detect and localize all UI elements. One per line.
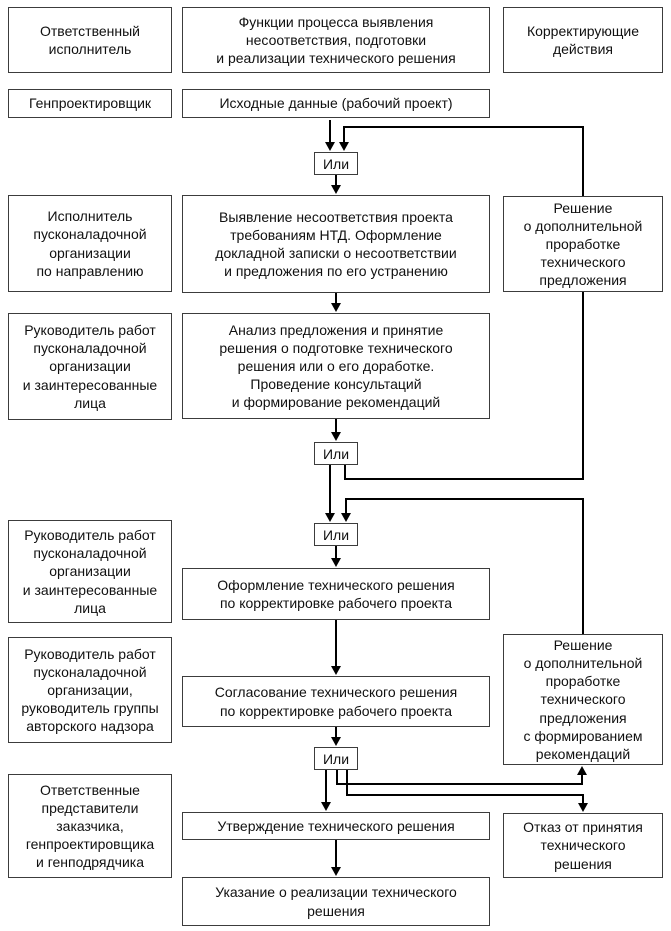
- connector-line: [582, 292, 584, 480]
- role-ispolnitel-psno: Исполнитель пусконаладочной организации …: [8, 195, 172, 292]
- action-reshenie-dorabotka-rekomendacii: Решение о дополнительной проработке техн…: [503, 634, 663, 765]
- connector-line: [336, 770, 338, 785]
- arrowhead-down-icon: [339, 142, 349, 151]
- connector-line: [582, 795, 584, 804]
- connector-line: [346, 770, 348, 796]
- role-rukovoditel-zainteresovannye-1: Руководитель работ пусконаладочной орган…: [8, 313, 172, 420]
- arrowhead-down-icon: [331, 185, 341, 194]
- step-utverzhdenie: Утверждение технического решения: [182, 812, 490, 840]
- or-connector-2: Или: [314, 442, 358, 465]
- connector-line: [343, 127, 345, 143]
- or-connector-3: Или: [314, 523, 358, 546]
- header-process-functions: Функции процесса выявления несоответстви…: [182, 7, 490, 73]
- or-connector-4: Или: [314, 747, 358, 770]
- connector-line: [346, 794, 584, 796]
- connector-line: [581, 775, 583, 785]
- arrowhead-down-icon: [331, 303, 341, 312]
- connector-line: [344, 465, 346, 480]
- or-connector-1: Или: [314, 152, 358, 175]
- connector-line: [343, 126, 584, 128]
- header-responsible-executor: Ответственный исполнитель: [8, 7, 172, 73]
- step-analiz: Анализ предложения и принятие решения о …: [182, 313, 490, 419]
- step-soglasovanie: Согласование технического решения по кор…: [182, 676, 490, 727]
- arrowhead-down-icon: [331, 737, 341, 746]
- arrowhead-down-icon: [331, 558, 341, 567]
- connector-line: [582, 127, 584, 196]
- arrowhead-down-icon: [321, 802, 331, 811]
- step-vyyavlenie: Выявление несоответствия проекта требова…: [182, 195, 490, 293]
- connector-line: [335, 840, 337, 868]
- action-otkaz: Отказ от принятия технического решения: [503, 813, 663, 878]
- header-corrective-actions: Корректирующие действия: [503, 7, 663, 73]
- connector-line: [336, 783, 583, 785]
- connector-line: [335, 175, 337, 186]
- connector-line: [345, 498, 584, 500]
- connector-line: [329, 465, 331, 514]
- connector-line: [345, 499, 347, 514]
- step-oformlenie: Оформление технического решения по корре…: [182, 568, 490, 620]
- connector-line: [335, 419, 337, 433]
- connector-line: [335, 545, 337, 559]
- connector-line: [325, 770, 327, 803]
- role-rukovoditel-zainteresovannye-2: Руководитель работ пусконаладочной орган…: [8, 520, 172, 623]
- connector-line: [335, 293, 337, 304]
- step-ukazanie: Указание о реализации технического решен…: [182, 877, 490, 926]
- role-otvetstvennye-predstaviteli: Ответственные представители заказчика, г…: [8, 774, 172, 878]
- connector-line: [335, 620, 337, 667]
- connector-line: [329, 120, 331, 143]
- role-genproektirovshchik: Генпроектировщик: [8, 89, 172, 118]
- arrowhead-down-icon: [341, 513, 351, 522]
- arrowhead-down-icon: [331, 867, 341, 876]
- connector-line: [582, 499, 584, 634]
- arrowhead-down-icon: [325, 142, 335, 151]
- arrowhead-down-icon: [325, 513, 335, 522]
- connector-line: [335, 727, 337, 738]
- action-reshenie-dorabotka: Решение о дополнительной проработке техн…: [503, 196, 663, 292]
- step-iskhodnye-dannye: Исходные данные (рабочий проект): [182, 89, 490, 118]
- arrowhead-up-icon: [577, 766, 587, 775]
- arrowhead-down-icon: [331, 666, 341, 675]
- role-rukovoditel-avtorskij-nadzor: Руководитель работ пусконаладочной орган…: [8, 637, 172, 743]
- arrowhead-down-icon: [578, 803, 588, 812]
- connector-line: [344, 478, 584, 480]
- arrowhead-down-icon: [331, 432, 341, 441]
